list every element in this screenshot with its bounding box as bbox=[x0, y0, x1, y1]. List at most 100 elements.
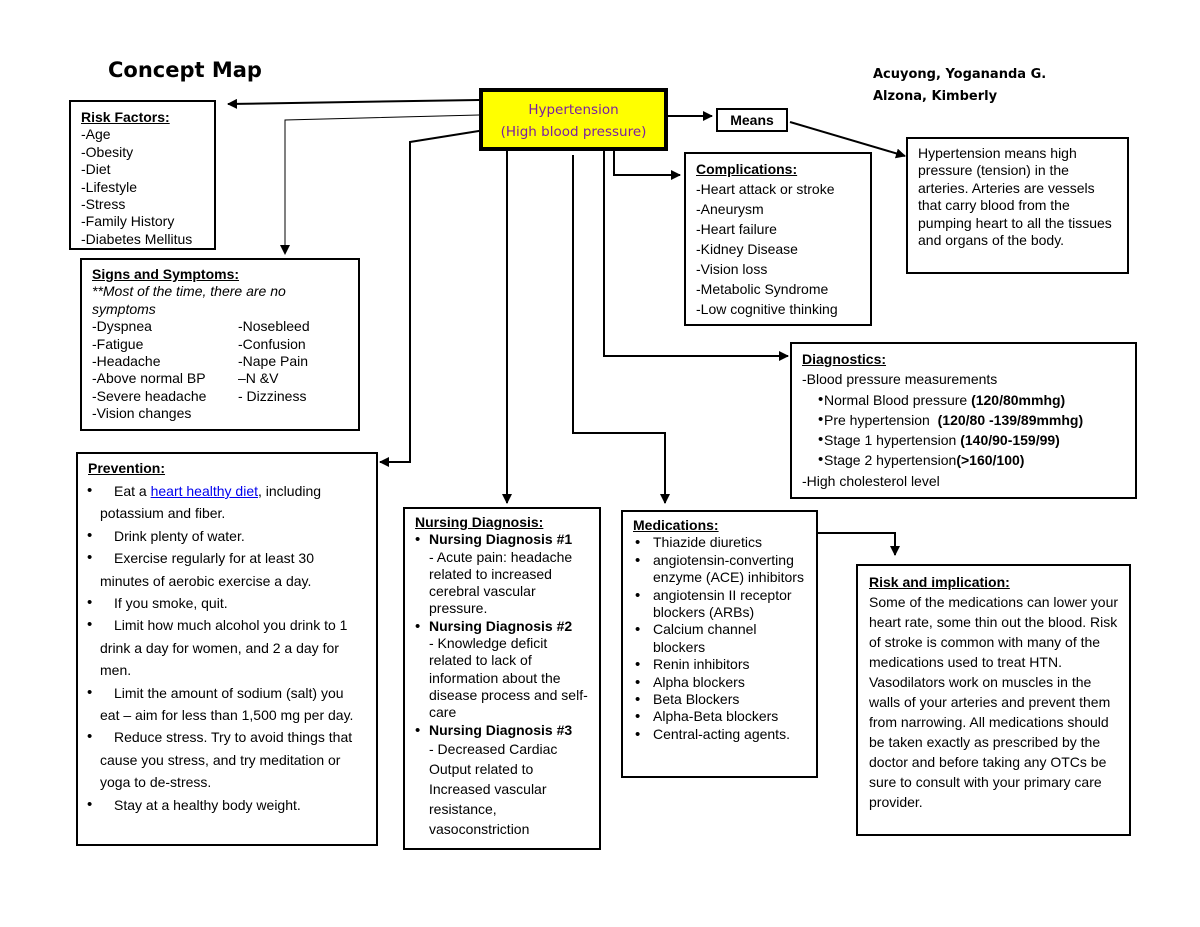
signs-symptoms-box: Signs and Symptoms: **Most of the time, … bbox=[80, 258, 360, 431]
list-item: Stay at a healthy body weight. bbox=[78, 794, 366, 817]
diagnostics-intro: -Blood pressure measurements bbox=[802, 371, 998, 388]
prevention-text: Eat a bbox=[114, 483, 151, 499]
list-item: Beta Blockers bbox=[631, 691, 806, 709]
list-item: -Severe headache bbox=[92, 387, 207, 404]
list-item: -Fatigue bbox=[92, 335, 144, 352]
list-item: Stage 2 hypertension(>160/100) bbox=[802, 450, 1125, 471]
list-item: -Diabetes Mellitus bbox=[81, 230, 193, 247]
list-item: Exercise regularly for at least 30 minut… bbox=[78, 547, 366, 592]
list-item: -Diet bbox=[81, 161, 111, 178]
complications-heading: Complications: bbox=[696, 161, 798, 177]
list-item: -Obesity bbox=[81, 143, 134, 160]
list-item: -Nosebleed bbox=[238, 318, 310, 335]
list-item: angiotensin II receptor blockers (ARBs) bbox=[631, 587, 806, 622]
nursing-diagnosis-text: - Acute pain: headache related to increa… bbox=[429, 548, 573, 617]
prevention-list: Eat a heart healthy diet, including pota… bbox=[78, 480, 366, 817]
arrow-to-risk-implication bbox=[818, 532, 900, 556]
list-item: -Nape Pain bbox=[238, 353, 309, 370]
nursing-diagnosis-box: Nursing Diagnosis: Nursing Diagnosis #1 … bbox=[403, 507, 601, 850]
arrow-to-diagnostics bbox=[603, 151, 789, 361]
diagnostic-label: Stage 2 hypertension bbox=[824, 452, 957, 469]
list-item: Limit the amount of sodium (salt) you ea… bbox=[78, 682, 366, 727]
signs-columns: -Dyspnea -Fatigue -Headache -Above norma… bbox=[92, 318, 348, 422]
prevention-box: Prevention: Eat a heart healthy diet, in… bbox=[76, 452, 378, 846]
diagnostics-box: Diagnostics: -Blood pressure measurement… bbox=[790, 342, 1137, 499]
diagnostic-label: Pre hypertension bbox=[824, 411, 938, 428]
prevention-text: Drink plenty of water. bbox=[114, 527, 245, 544]
list-item: Eat a heart healthy diet, including pota… bbox=[78, 480, 366, 525]
list-item: Stage 1 hypertension (140/90-159/99) bbox=[802, 430, 1125, 451]
prevention-text: Reduce stress. Try to avoid things that … bbox=[100, 729, 353, 791]
list-item: Calcium channel blockers bbox=[631, 621, 806, 656]
means-definition-box: Hypertension means high pressure (tensio… bbox=[906, 137, 1129, 274]
heart-healthy-diet-link[interactable]: heart healthy diet bbox=[150, 483, 258, 499]
list-item: -Vision changes bbox=[92, 405, 192, 422]
central-topic-line: (High blood pressure) bbox=[500, 124, 647, 140]
prevention-text: Stay at a healthy body weight. bbox=[114, 796, 301, 813]
authors: Acuyong, Yogananda G. Alzona, Kimberly bbox=[873, 64, 1046, 108]
complications-box: Complications: -Heart attack or stroke -… bbox=[684, 152, 872, 326]
list-item: Nursing Diagnosis #2 - Knowledge deficit… bbox=[415, 618, 589, 722]
prevention-heading: Prevention: bbox=[88, 460, 166, 476]
nursing-diagnosis-title: Nursing Diagnosis #3 bbox=[429, 721, 573, 738]
diagnostic-label: Stage 1 hypertension bbox=[824, 432, 961, 449]
signs-symptoms-heading: Signs and Symptoms: bbox=[92, 266, 240, 282]
arrow-to-prevention bbox=[379, 129, 486, 467]
list-item: Nursing Diagnosis #1 - Acute pain: heada… bbox=[415, 531, 589, 617]
complications-list: -Heart attack or stroke -Aneurysm -Heart… bbox=[696, 179, 860, 319]
list-item: Reduce stress. Try to avoid things that … bbox=[78, 726, 366, 793]
list-item: Alpha-Beta blockers bbox=[631, 708, 806, 726]
list-item: Pre hypertension (120/80 -139/89mmhg) bbox=[802, 410, 1125, 431]
list-item: Central-acting agents. bbox=[631, 726, 806, 744]
list-item: If you smoke, quit. bbox=[78, 592, 366, 615]
list-item: -Lifestyle bbox=[81, 178, 138, 195]
risk-factors-box: Risk Factors: -Age -Obesity -Diet -Lifes… bbox=[69, 100, 216, 250]
risk-factors-heading: Risk Factors: bbox=[81, 109, 170, 125]
list-item: Nursing Diagnosis #3 - Decreased Cardiac… bbox=[415, 722, 589, 839]
list-item: -Stress bbox=[81, 196, 126, 213]
prevention-text: , including potassium and fiber. bbox=[100, 483, 322, 522]
list-item: -Heart failure bbox=[696, 221, 777, 237]
list-item: -Metabolic Syndrome bbox=[696, 281, 829, 297]
means-node: Means bbox=[716, 108, 788, 132]
nursing-diagnosis-text: - Decreased Cardiac Output related to In… bbox=[429, 740, 558, 837]
risk-implication-text: Some of the medications can lower your h… bbox=[869, 594, 1119, 810]
list-item: –N &V bbox=[238, 370, 279, 387]
list-item: -Headache bbox=[92, 353, 161, 370]
diagnostic-value: (>160/100) bbox=[956, 452, 1025, 469]
medications-heading: Medications: bbox=[633, 517, 719, 533]
nursing-diagnosis-text: - Knowledge deficit related to lack of i… bbox=[429, 635, 588, 721]
nursing-diagnosis-title: Nursing Diagnosis #1 bbox=[429, 531, 573, 548]
nursing-diagnosis-heading: Nursing Diagnosis: bbox=[415, 514, 544, 530]
list-item: -Family History bbox=[81, 213, 175, 230]
list-item: Normal Blood pressure (120/80mmhg) bbox=[802, 390, 1125, 411]
risk-factors-list: -Age -Obesity -Diet -Lifestyle -Stress -… bbox=[81, 126, 204, 248]
arrow-to-definition bbox=[789, 121, 906, 159]
diagnostics-outro: -High cholesterol level bbox=[802, 472, 940, 489]
arrow-to-risk-factors bbox=[227, 98, 480, 109]
prevention-text: If you smoke, quit. bbox=[114, 595, 228, 612]
list-item: -Heart attack or stroke bbox=[696, 181, 835, 197]
diagnostic-label: Normal Blood pressure bbox=[824, 391, 972, 408]
list-item: Limit how much alcohol you drink to 1 dr… bbox=[78, 614, 366, 681]
arrow-to-signs bbox=[280, 114, 480, 255]
list-item: -Above normal BP bbox=[92, 370, 206, 387]
central-topic-line: Hypertension bbox=[528, 102, 619, 118]
means-definition-text: Hypertension means high pressure (tensio… bbox=[918, 145, 1112, 249]
list-item: -Aneurysm bbox=[696, 201, 764, 217]
prevention-text: Exercise regularly for at least 30 minut… bbox=[100, 550, 314, 589]
author-name: Alzona, Kimberly bbox=[873, 89, 998, 104]
list-item: -Confusion bbox=[238, 335, 306, 352]
list-item: angiotensin-converting enzyme (ACE) inhi… bbox=[631, 552, 806, 587]
list-item: -Vision loss bbox=[696, 261, 768, 277]
signs-note: **Most of the time, there are no symptom… bbox=[92, 283, 286, 317]
list-item: Drink plenty of water. bbox=[78, 525, 366, 548]
arrow-to-medications bbox=[572, 155, 670, 504]
diagnostics-heading: Diagnostics: bbox=[802, 351, 887, 367]
arrow-to-complications bbox=[613, 151, 681, 180]
list-item: -Dyspnea bbox=[92, 318, 152, 335]
prevention-text: Limit the amount of sodium (salt) you ea… bbox=[100, 684, 354, 724]
page-title: Concept Map bbox=[108, 58, 262, 82]
risk-implication-heading: Risk and implication: bbox=[869, 574, 1010, 590]
